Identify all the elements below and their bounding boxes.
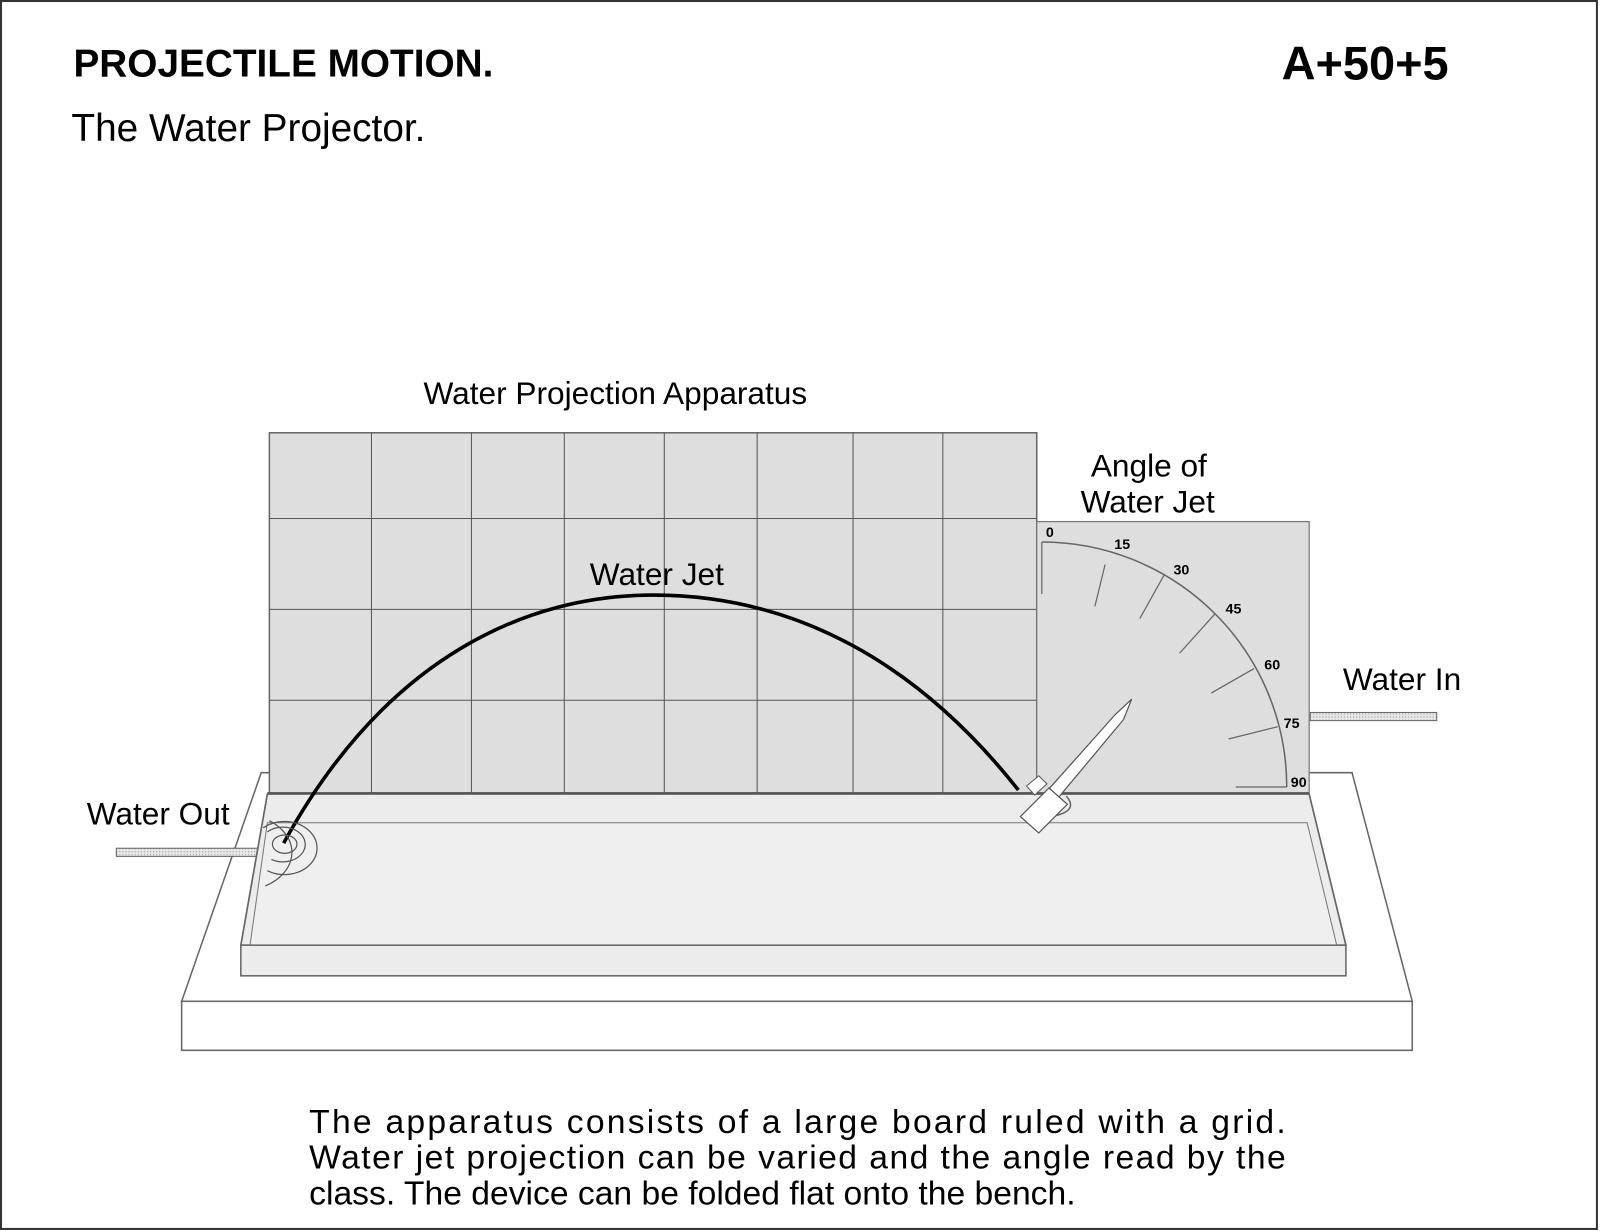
tick-15: 15 bbox=[1114, 537, 1130, 553]
angle-label-line1: Angle of bbox=[1091, 448, 1207, 484]
tick-45: 45 bbox=[1226, 601, 1242, 617]
caption-line-1: The apparatus consists of a large board … bbox=[309, 1104, 1286, 1141]
protractor-board: 0 15 30 45 60 75 90 bbox=[267, 520, 1310, 795]
caption-line-2: Water jet projection can be varied and t… bbox=[309, 1140, 1286, 1177]
grid-board bbox=[268, 432, 1038, 794]
tick-0: 0 bbox=[1046, 525, 1054, 541]
water-out-pipe bbox=[115, 847, 260, 857]
caption-line-3: class. The device can be folded flat ont… bbox=[309, 1175, 1075, 1212]
page-subtitle: The Water Projector. bbox=[71, 107, 425, 150]
protractor-tick-marks bbox=[1094, 564, 1278, 740]
water-jet-label: Water Jet bbox=[590, 556, 724, 592]
apparatus-label: Water Projection Apparatus bbox=[423, 375, 807, 411]
water-jet-arc bbox=[282, 593, 1020, 844]
water-tray bbox=[239, 793, 1347, 977]
tick-60: 60 bbox=[1264, 658, 1280, 674]
tick-90: 90 bbox=[1291, 775, 1307, 791]
tick-30: 30 bbox=[1173, 563, 1189, 579]
water-in-pipe bbox=[1309, 711, 1438, 722]
water-out-label: Water Out bbox=[87, 796, 230, 832]
catalog-code: A+50+5 bbox=[1282, 38, 1449, 90]
tick-75: 75 bbox=[1284, 716, 1300, 732]
page-title: PROJECTILE MOTION. bbox=[73, 43, 493, 86]
angle-label-line2: Water Jet bbox=[1081, 483, 1215, 519]
splash-ripples-icon bbox=[262, 820, 318, 887]
water-in-label: Water In bbox=[1343, 661, 1461, 697]
nozzle-icon[interactable] bbox=[1019, 698, 1133, 834]
